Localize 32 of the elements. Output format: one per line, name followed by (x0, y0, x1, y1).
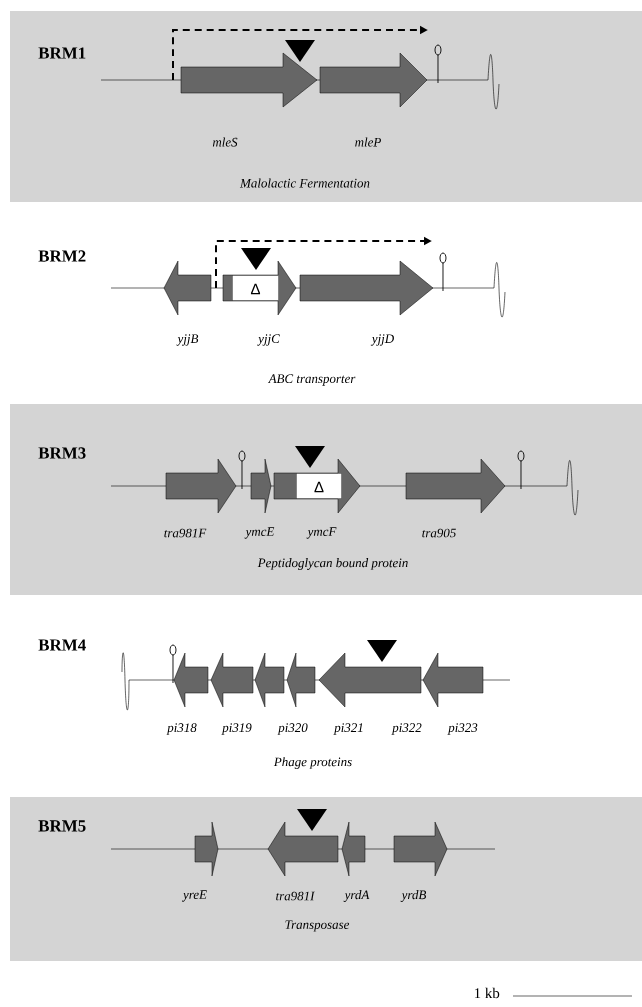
gene-label: mleS (212, 137, 238, 147)
gene-label: ymcE (244, 527, 275, 539)
gene-label: yrdA (343, 890, 370, 902)
deletion-box: Δ (296, 473, 342, 499)
gene-label: yrdB (400, 890, 427, 902)
gene-label: ymcF (306, 527, 337, 539)
gene-label: mleP (355, 137, 381, 147)
gene-label: yjjC (257, 334, 280, 346)
function-caption: Phage proteins (273, 757, 352, 769)
gene-label: pi321 (333, 723, 363, 735)
locus-name: BRM1 (38, 47, 86, 59)
gene-label: pi322 (391, 723, 422, 735)
gene-label: tra981F (164, 528, 207, 538)
function-caption: Peptidoglycan bound protein (257, 558, 408, 570)
gene-label: pi318 (166, 723, 197, 735)
function-caption: ABC transporter (267, 374, 356, 386)
gene-label: tra905 (422, 528, 456, 538)
gene-label: pi319 (221, 723, 252, 735)
locus-name: BRM3 (38, 447, 86, 459)
locus-name: BRM2 (38, 250, 86, 262)
scale-label: 1 kb (474, 987, 500, 999)
gene-label: pi323 (447, 723, 478, 735)
locus-name: BRM4 (38, 639, 86, 651)
gene-label: yreE (181, 890, 207, 902)
gene-label: yjjB (176, 334, 199, 346)
function-caption: Transposase (285, 920, 350, 932)
deletion-box: Δ (232, 275, 279, 301)
locus-name: BRM5 (38, 820, 86, 832)
gene-label: tra981I (276, 891, 315, 901)
function-caption: Malolactic Fermentation (239, 178, 370, 188)
gene-label: pi320 (277, 723, 308, 735)
gene-label: yjjD (370, 334, 394, 346)
